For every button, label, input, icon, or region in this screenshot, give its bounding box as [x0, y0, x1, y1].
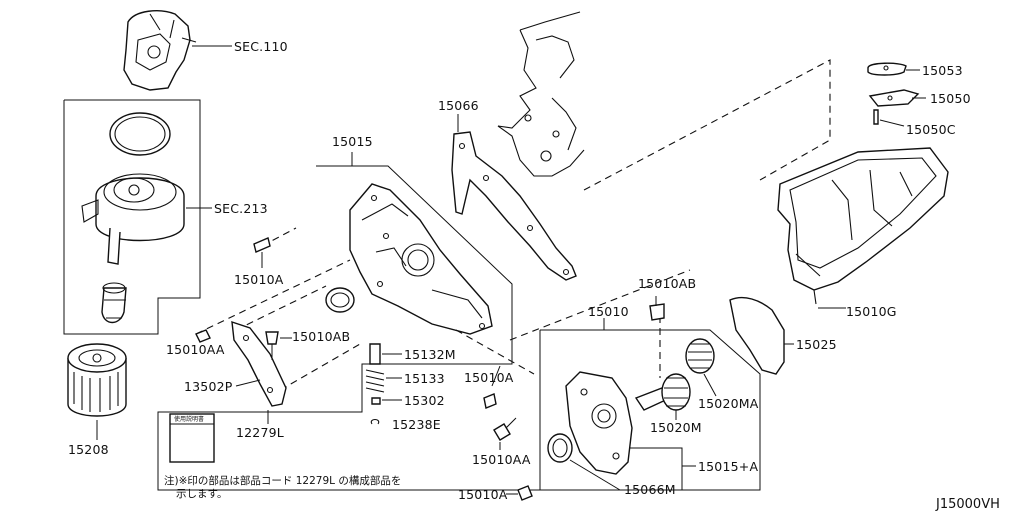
label-15238e: 15238E — [392, 417, 441, 432]
bolt-15010a-top — [253, 237, 271, 268]
gear-15020m — [634, 373, 691, 411]
label-15010g: 15010G — [846, 304, 897, 319]
relief-valve-parts — [365, 343, 385, 425]
drain-parts — [867, 62, 920, 125]
label-15053: 15053 — [922, 63, 963, 78]
gasket-15025 — [729, 296, 785, 375]
label-12279l: 12279L — [236, 425, 284, 440]
label-15020m: 15020M — [650, 420, 702, 435]
label-15132m: 15132M — [404, 347, 456, 362]
label-15133: 15133 — [404, 371, 445, 386]
label-15010aa-bottom: 15010AA — [472, 452, 531, 467]
engine-block-outline — [497, 11, 585, 177]
bolt-15010a-mid — [483, 365, 501, 409]
label-sec213: SEC.213 — [214, 201, 268, 216]
label-15302: 15302 — [404, 393, 445, 408]
label-15015a: 15015+A — [698, 459, 758, 474]
label-15010ab-left: 15010AB — [292, 329, 350, 344]
label-15020ma: 15020MA — [698, 396, 759, 411]
label-15208: 15208 — [68, 442, 109, 457]
bolt-15010ab-top — [649, 296, 665, 321]
note-line-2: 示します。 — [176, 488, 227, 500]
sec213-box — [63, 99, 201, 335]
bolt-15010aa-bottom — [493, 417, 517, 450]
manual-booklet: 使用説明書 — [169, 413, 215, 463]
group-15015-box — [157, 165, 541, 491]
bolt-15010a-bottom — [517, 485, 533, 501]
gasket-15066 — [451, 131, 577, 281]
label-15010a-mid: 15010A — [464, 370, 514, 385]
pan-dashline — [583, 59, 831, 191]
gear-15020ma — [685, 338, 715, 374]
sec213-parts — [81, 112, 185, 324]
label-15010aa-left: 15010AA — [166, 342, 225, 357]
manual-title: 使用説明書 — [174, 415, 204, 423]
label-15025: 15025 — [796, 337, 837, 352]
sec110-part — [123, 10, 197, 91]
label-15066m: 15066M — [624, 482, 676, 497]
oil-filter-15208 — [67, 343, 127, 417]
group-15010-box — [540, 329, 761, 491]
label-15066: 15066 — [438, 98, 479, 113]
note-line-1: 注)※印の部品は部品コード 12279L の構成部品を — [164, 474, 401, 487]
oil-seal — [325, 287, 355, 313]
label-15010: 15010 — [588, 304, 629, 319]
label-15050: 15050 — [930, 91, 971, 106]
label-15015: 15015 — [332, 134, 373, 149]
label-15010a-bottom: 15010A — [458, 487, 508, 502]
label-sec110: SEC.110 — [234, 39, 288, 54]
front-cover-15015 — [349, 183, 493, 335]
oil-pump-body — [547, 371, 633, 475]
label-15010a-top: 15010A — [234, 272, 284, 287]
oil-pan — [777, 147, 949, 305]
label-15050c: 15050C — [906, 122, 956, 137]
label-15010ab-top: 15010AB — [638, 276, 696, 291]
label-13502p: 13502P — [184, 379, 233, 394]
bracket-13502p — [195, 320, 287, 407]
diagram-id: J15000VH — [935, 497, 1000, 512]
